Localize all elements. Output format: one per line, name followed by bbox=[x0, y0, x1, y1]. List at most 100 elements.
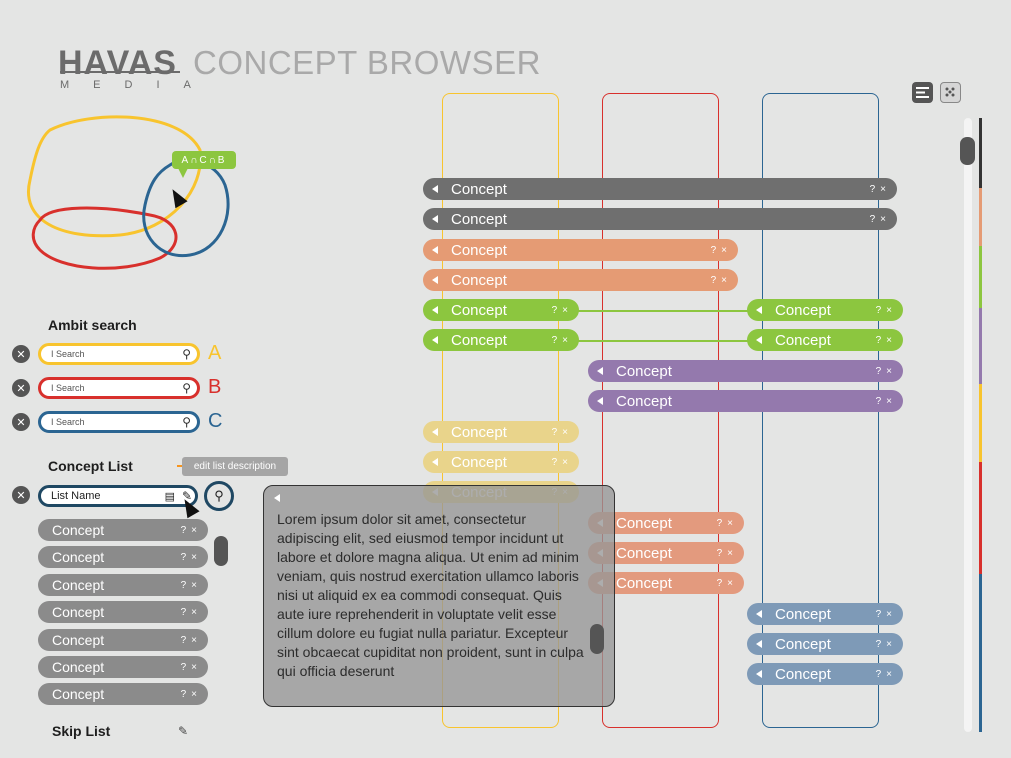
minimap-segment-blue bbox=[979, 574, 982, 732]
concept-actions[interactable]: ?× bbox=[551, 304, 573, 316]
grid-icon bbox=[945, 87, 955, 97]
search-icon[interactable]: ⚲ bbox=[182, 347, 191, 361]
concept-chip[interactable]: Concept?× bbox=[423, 421, 579, 443]
list-item-actions[interactable]: ?× bbox=[180, 579, 202, 591]
concept-chip[interactable]: Concept?× bbox=[423, 208, 897, 230]
list-item-actions[interactable]: ?× bbox=[180, 661, 202, 673]
venn-set-c bbox=[142, 158, 230, 258]
concept-actions[interactable]: ?× bbox=[875, 334, 897, 346]
list-item-actions[interactable]: ?× bbox=[180, 606, 202, 618]
venn-intersection-label[interactable]: A∩C∩B bbox=[172, 151, 236, 169]
concept-chip[interactable]: Concept?× bbox=[747, 633, 903, 655]
list-item[interactable]: Concept?× bbox=[38, 683, 208, 705]
list-name-value: List Name bbox=[51, 490, 101, 502]
list-name-input[interactable]: List Name ▤ ✎ bbox=[38, 485, 198, 507]
main-scrollbar-thumb[interactable] bbox=[960, 137, 975, 165]
concept-chip[interactable]: Concept?× bbox=[423, 178, 897, 200]
concept-actions[interactable]: ?× bbox=[716, 547, 738, 559]
logo-underline bbox=[60, 71, 180, 73]
list-item-actions[interactable]: ?× bbox=[180, 551, 202, 563]
concept-chip[interactable]: Concept?× bbox=[423, 329, 579, 351]
list-item[interactable]: Concept?× bbox=[38, 656, 208, 678]
remove-search-c-button[interactable]: ✕ bbox=[12, 413, 30, 431]
search-placeholder: I Search bbox=[51, 417, 85, 427]
concept-label: Concept bbox=[616, 544, 672, 562]
concept-actions[interactable]: ?× bbox=[716, 577, 738, 589]
concept-actions[interactable]: ?× bbox=[710, 274, 732, 286]
list-item-label: Concept bbox=[52, 522, 105, 538]
description-scrollbar[interactable] bbox=[590, 624, 604, 654]
concept-chip[interactable]: Concept?× bbox=[588, 360, 903, 382]
list-item[interactable]: Concept?× bbox=[38, 574, 208, 596]
concept-list-title: Concept List bbox=[48, 458, 133, 474]
concept-actions[interactable]: ?× bbox=[875, 365, 897, 377]
set-letter-a: A bbox=[208, 342, 222, 364]
remove-search-b-button[interactable]: ✕ bbox=[12, 379, 30, 397]
concept-chip[interactable]: Concept?× bbox=[747, 329, 903, 351]
list-item-actions[interactable]: ?× bbox=[180, 688, 202, 700]
save-icon[interactable]: ▤ bbox=[164, 491, 175, 503]
concept-chip[interactable]: Concept?× bbox=[423, 239, 738, 261]
edit-pencil-icon[interactable]: ✎ bbox=[178, 724, 189, 738]
concept-actions[interactable]: ?× bbox=[551, 426, 573, 438]
concept-chip[interactable]: Concept ?× bbox=[747, 663, 903, 685]
concept-list-scrollbar[interactable] bbox=[214, 536, 228, 566]
list-item-label: Concept bbox=[52, 604, 105, 620]
search-icon[interactable]: ⚲ bbox=[182, 381, 191, 395]
concept-chip[interactable]: Concept?× bbox=[423, 299, 579, 321]
concept-actions[interactable]: ?× bbox=[551, 334, 573, 346]
concept-chip[interactable]: Concept?× bbox=[423, 269, 738, 291]
list-item[interactable]: Concept ?× bbox=[38, 519, 208, 541]
main-scrollbar-track[interactable] bbox=[964, 118, 972, 732]
concept-chip[interactable]: Concept ?× bbox=[588, 542, 744, 564]
list-item[interactable]: Concept ?× bbox=[38, 601, 208, 623]
search-icon[interactable]: ⚲ bbox=[182, 415, 191, 429]
logo-media: MEDIA bbox=[60, 79, 215, 91]
venn-diagram[interactable] bbox=[20, 110, 245, 270]
venn-label-pointer bbox=[178, 168, 188, 178]
concept-label: Concept bbox=[775, 605, 831, 623]
search-input-a[interactable]: I Search ⚲ bbox=[38, 343, 200, 365]
concept-chip[interactable]: Concept ?× bbox=[588, 512, 744, 534]
concept-actions[interactable]: ?× bbox=[875, 608, 897, 620]
concept-chip[interactable]: Concept ?× bbox=[747, 299, 903, 321]
minimap-segment-yellow bbox=[979, 384, 982, 462]
concept-actions[interactable]: ?× bbox=[716, 517, 738, 529]
concept-chip[interactable]: Concept?× bbox=[588, 390, 903, 412]
list-search-button[interactable]: ⚲ bbox=[204, 481, 234, 511]
list-description-popup[interactable]: Lorem ipsum dolor sit amet, consectetur … bbox=[263, 485, 615, 707]
concept-actions[interactable]: ?× bbox=[869, 213, 891, 225]
grid-view-button[interactable] bbox=[940, 82, 961, 103]
concept-actions[interactable]: ?× bbox=[710, 244, 732, 256]
concept-actions[interactable]: ?× bbox=[551, 456, 573, 468]
concept-actions[interactable]: ?× bbox=[875, 638, 897, 650]
concept-label: Concept bbox=[616, 514, 672, 532]
remove-search-a-button[interactable]: ✕ bbox=[12, 345, 30, 363]
list-item-label: Concept bbox=[52, 549, 105, 565]
concept-label: Concept bbox=[775, 665, 831, 683]
concept-chip[interactable]: Concept ?× bbox=[747, 603, 903, 625]
search-input-b[interactable]: I Search ⚲ bbox=[38, 377, 200, 399]
clear-list-button[interactable]: ✕ bbox=[12, 486, 30, 504]
concept-actions[interactable]: ?× bbox=[875, 304, 897, 316]
concept-actions[interactable]: ?× bbox=[875, 395, 897, 407]
list-item[interactable]: Concept?× bbox=[38, 629, 208, 651]
search-icon: ⚲ bbox=[214, 488, 224, 503]
collapse-arrow-icon[interactable] bbox=[274, 494, 280, 502]
list-view-button[interactable] bbox=[912, 82, 933, 103]
concept-actions[interactable]: ?× bbox=[869, 183, 891, 195]
skip-list-title: Skip List bbox=[52, 723, 111, 739]
list-item-actions[interactable]: ?× bbox=[180, 634, 202, 646]
list-item[interactable]: Concept ?× bbox=[38, 546, 208, 568]
column-set-a bbox=[442, 93, 559, 728]
list-item-actions[interactable]: ?× bbox=[180, 524, 202, 536]
description-text[interactable]: Lorem ipsum dolor sit amet, consectetur … bbox=[277, 511, 584, 679]
edit-pencil-icon[interactable]: ✎ bbox=[181, 489, 192, 503]
concept-label: Concept bbox=[775, 301, 831, 319]
concept-actions[interactable]: ?× bbox=[875, 668, 897, 680]
concept-chip[interactable]: Concept?× bbox=[588, 572, 744, 594]
ambit-search-title: Ambit search bbox=[48, 317, 137, 333]
search-input-c[interactable]: I Search ⚲ bbox=[38, 411, 200, 433]
search-placeholder: I Search bbox=[51, 383, 85, 393]
concept-chip[interactable]: Concept?× bbox=[423, 451, 579, 473]
